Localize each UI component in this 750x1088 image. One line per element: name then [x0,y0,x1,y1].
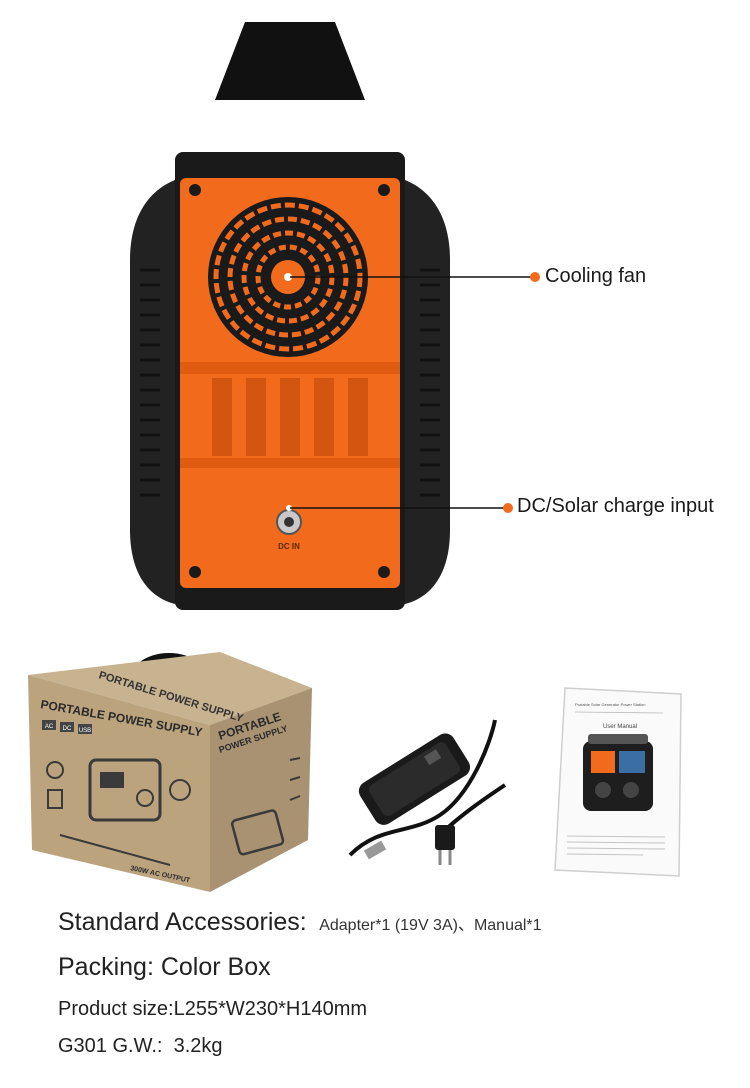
device-back-view: DC IN [130,22,540,610]
manual-illustration: Portable Solar Generator Power Station U… [554,687,682,877]
color-box-image: PORTABLE POWER SUPPLY PORTABLE POWER SUP… [20,640,320,900]
manual-title: User Manual [603,724,637,730]
box-badges: AC DC USB [42,720,92,734]
right-side-panel [400,180,450,605]
dc-port-icon [276,505,302,535]
dc-input-callout-dot [503,503,513,513]
accessories-label: Standard Accessories: [58,908,307,936]
manual-image: Portable Solar Generator Power Station U… [553,686,683,878]
svg-text:AC: AC [45,724,54,730]
manual-device-picture [583,734,653,811]
svg-text:USB: USB [79,728,91,734]
packing-text: Packing: Color Box [58,953,271,981]
plug-icon [435,825,455,865]
device-illustration: DC IN [130,22,540,610]
dc-port-label: DC IN [278,542,300,551]
manual-header: Portable Solar Generator Power Station [575,702,645,707]
adapter-image [340,715,510,875]
gross-weight-text: G301 G.W.: 3.2kg [58,1035,223,1057]
cooling-fan-callout-dot [530,272,540,282]
handle-shape [215,22,365,100]
accessories-value: Adapter*1 (19V 3A)、Manual*1 [319,917,542,934]
middle-slots [212,378,368,456]
cooling-fan-label: Cooling fan [545,265,647,287]
box-device-sketch [88,758,162,822]
cooling-fan-icon [208,197,368,357]
product-size-text: Product size:L255*W230*H140mm [58,998,368,1020]
svg-text:DC: DC [63,726,72,732]
box-illustration: PORTABLE POWER SUPPLY PORTABLE POWER SUP… [28,652,312,892]
left-side-panel [130,180,180,605]
accessories-line: Standard Accessories: Adapter*1 (19V 3A)… [58,908,542,937]
dc-input-label: DC/Solar charge input [517,495,714,517]
adapter-illustration [348,719,507,865]
side-ribs [140,268,440,497]
